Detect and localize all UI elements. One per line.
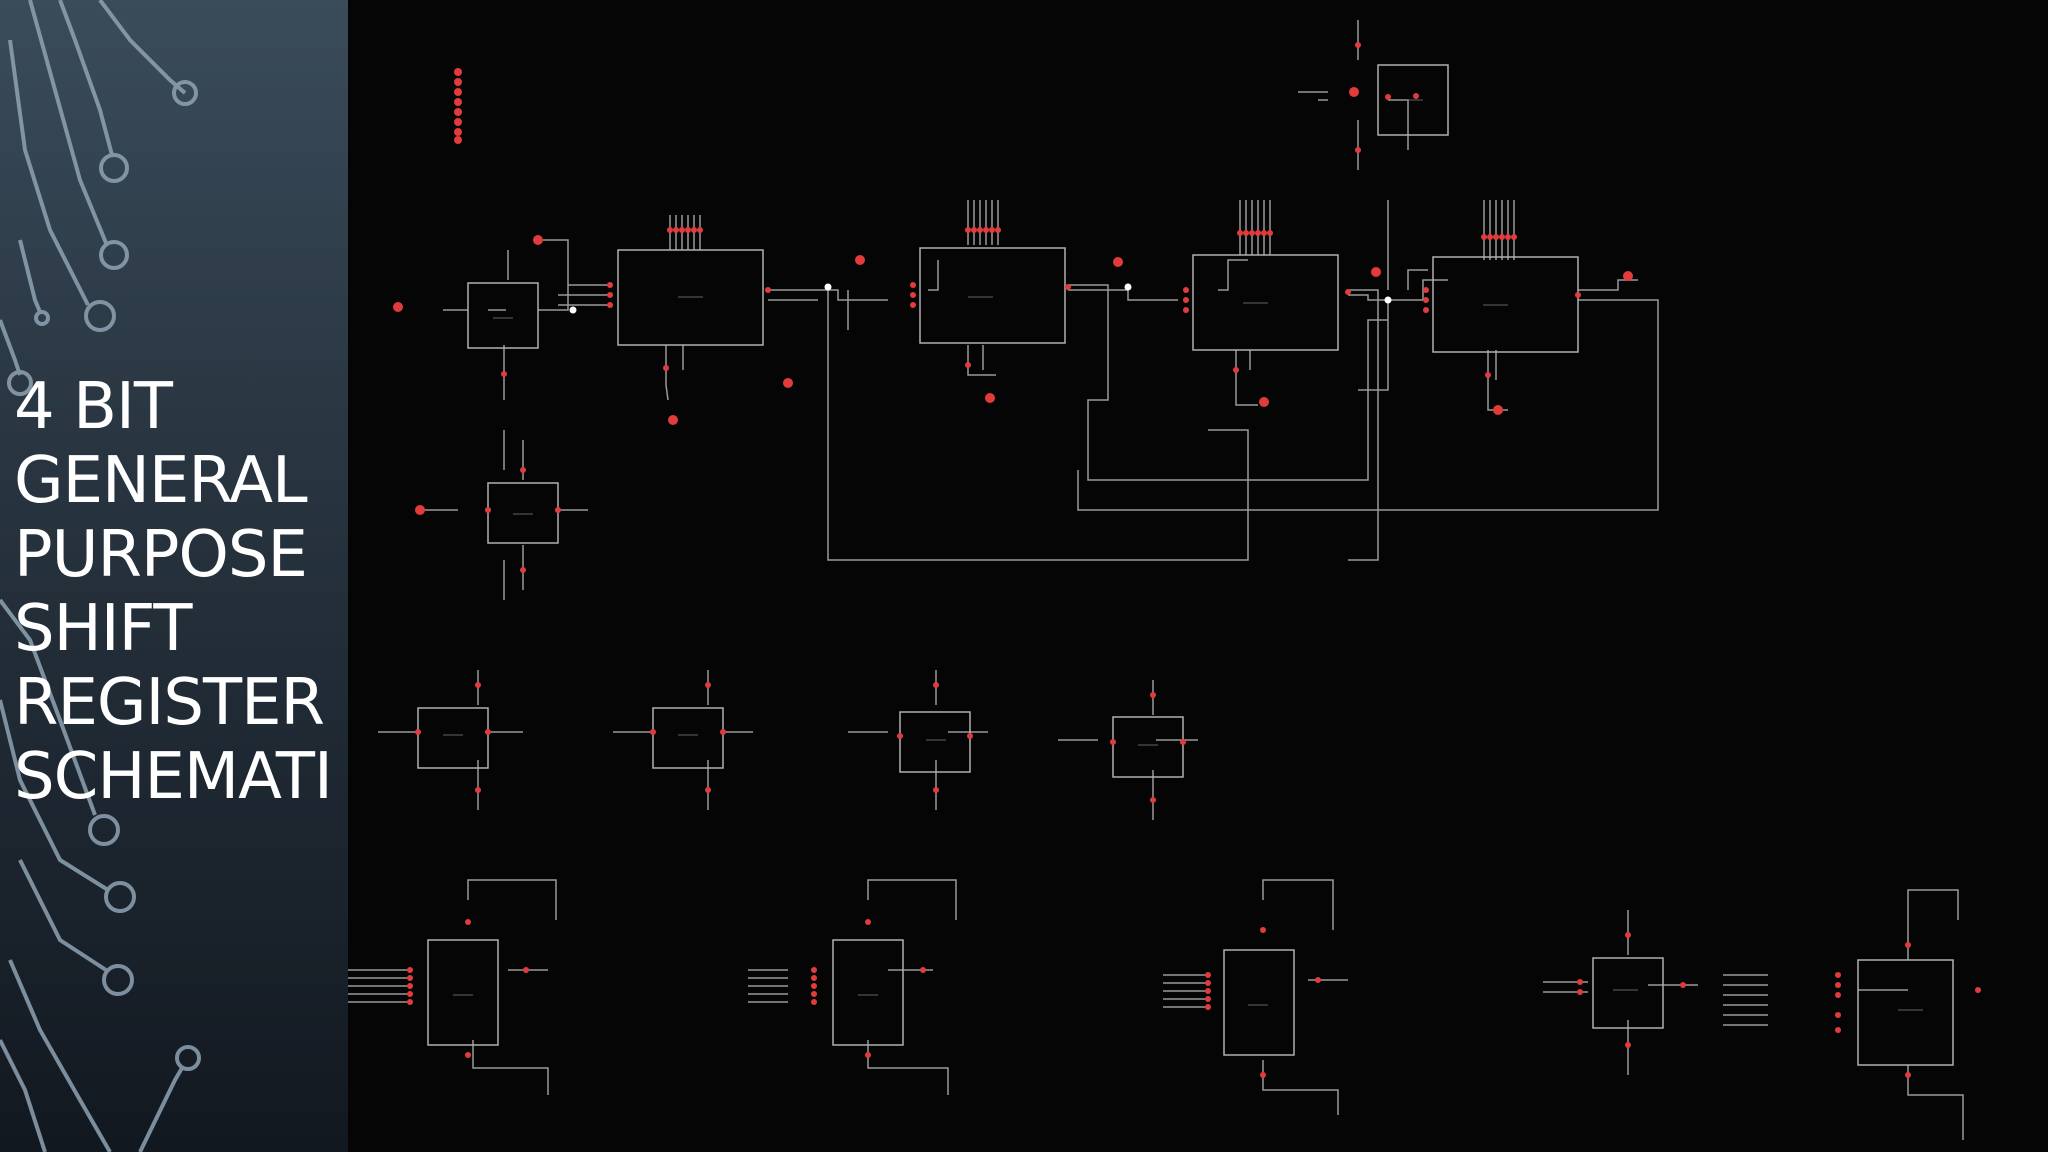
junction-dot-icon: [569, 306, 577, 314]
pin-marker-icon: [454, 78, 462, 86]
title-line: GENERAL: [14, 444, 308, 518]
pin-marker-icon: [855, 255, 865, 265]
not-gate-block: [652, 707, 724, 769]
title-line: PURPOSE: [14, 518, 308, 592]
slide-title: 4 BIT GENERAL PURPOSE SHIFT REGISTER SCH…: [14, 370, 348, 814]
schematic-canvas: [348, 20, 1981, 1140]
pin-marker-icon: [454, 118, 462, 126]
shifter-block: [919, 247, 1066, 344]
title-line: REGISTER: [14, 666, 325, 740]
pin-marker-icon: [454, 68, 462, 76]
title-line: 4 BIT: [14, 370, 173, 444]
pin-marker-icon: [1371, 267, 1381, 277]
pin-marker-icon: [1493, 405, 1503, 415]
junction-dot-icon: [1384, 296, 1392, 304]
logic-block: [832, 939, 904, 1046]
not-gate-block: [487, 482, 559, 544]
pin-marker-icon: [454, 108, 462, 116]
title-line: SCHEMATI: [14, 740, 333, 814]
pin-marker-icon: [985, 393, 995, 403]
not-gate-block: [417, 707, 489, 769]
junction-dot-icon: [824, 283, 832, 291]
flipflop-block: [467, 282, 539, 349]
pin-marker-icon: [415, 505, 425, 515]
pin-marker-icon: [533, 235, 543, 245]
xnor-block: [1592, 957, 1664, 1029]
pin-marker-icon: [1259, 397, 1269, 407]
pin-marker-icon: [1413, 93, 1419, 99]
schematic-components: [417, 64, 1954, 1066]
pin-marker-icon: [454, 88, 462, 96]
junctions: [569, 283, 1392, 314]
circuit-trace-decoration-icon: [0, 0, 201, 1152]
title-line: SHIFT: [14, 592, 192, 666]
title-sidebar: 4 BIT GENERAL PURPOSE SHIFT REGISTER SCH…: [0, 0, 348, 1152]
shifter-block: [617, 249, 764, 346]
pin-marker-icon: [668, 415, 678, 425]
pin-marker-icon: [454, 98, 462, 106]
pin-marker-icon: [454, 136, 462, 144]
junction-dot-icon: [1124, 283, 1132, 291]
pin-marker-icon: [783, 378, 793, 388]
pin-marker-icon: [1113, 257, 1123, 267]
flipflop-block: [1377, 64, 1449, 136]
pin-marker-icon: [1349, 87, 1359, 97]
pin-marker-icon: [1623, 271, 1633, 281]
pin-markers: [393, 42, 1981, 1078]
logic-block: [1223, 949, 1295, 1056]
logic-block: [427, 939, 499, 1046]
not-gate-block: [1112, 716, 1184, 778]
shifter-block: [1192, 254, 1339, 351]
not-gate-block: [899, 711, 971, 773]
pin-marker-icon: [454, 128, 462, 136]
logic-block: [1857, 959, 1954, 1066]
component-label-marks: [443, 99, 1923, 1011]
schematic-wires: [348, 20, 1964, 1140]
pin-marker-icon: [393, 302, 403, 312]
shifter-block: [1432, 256, 1579, 353]
